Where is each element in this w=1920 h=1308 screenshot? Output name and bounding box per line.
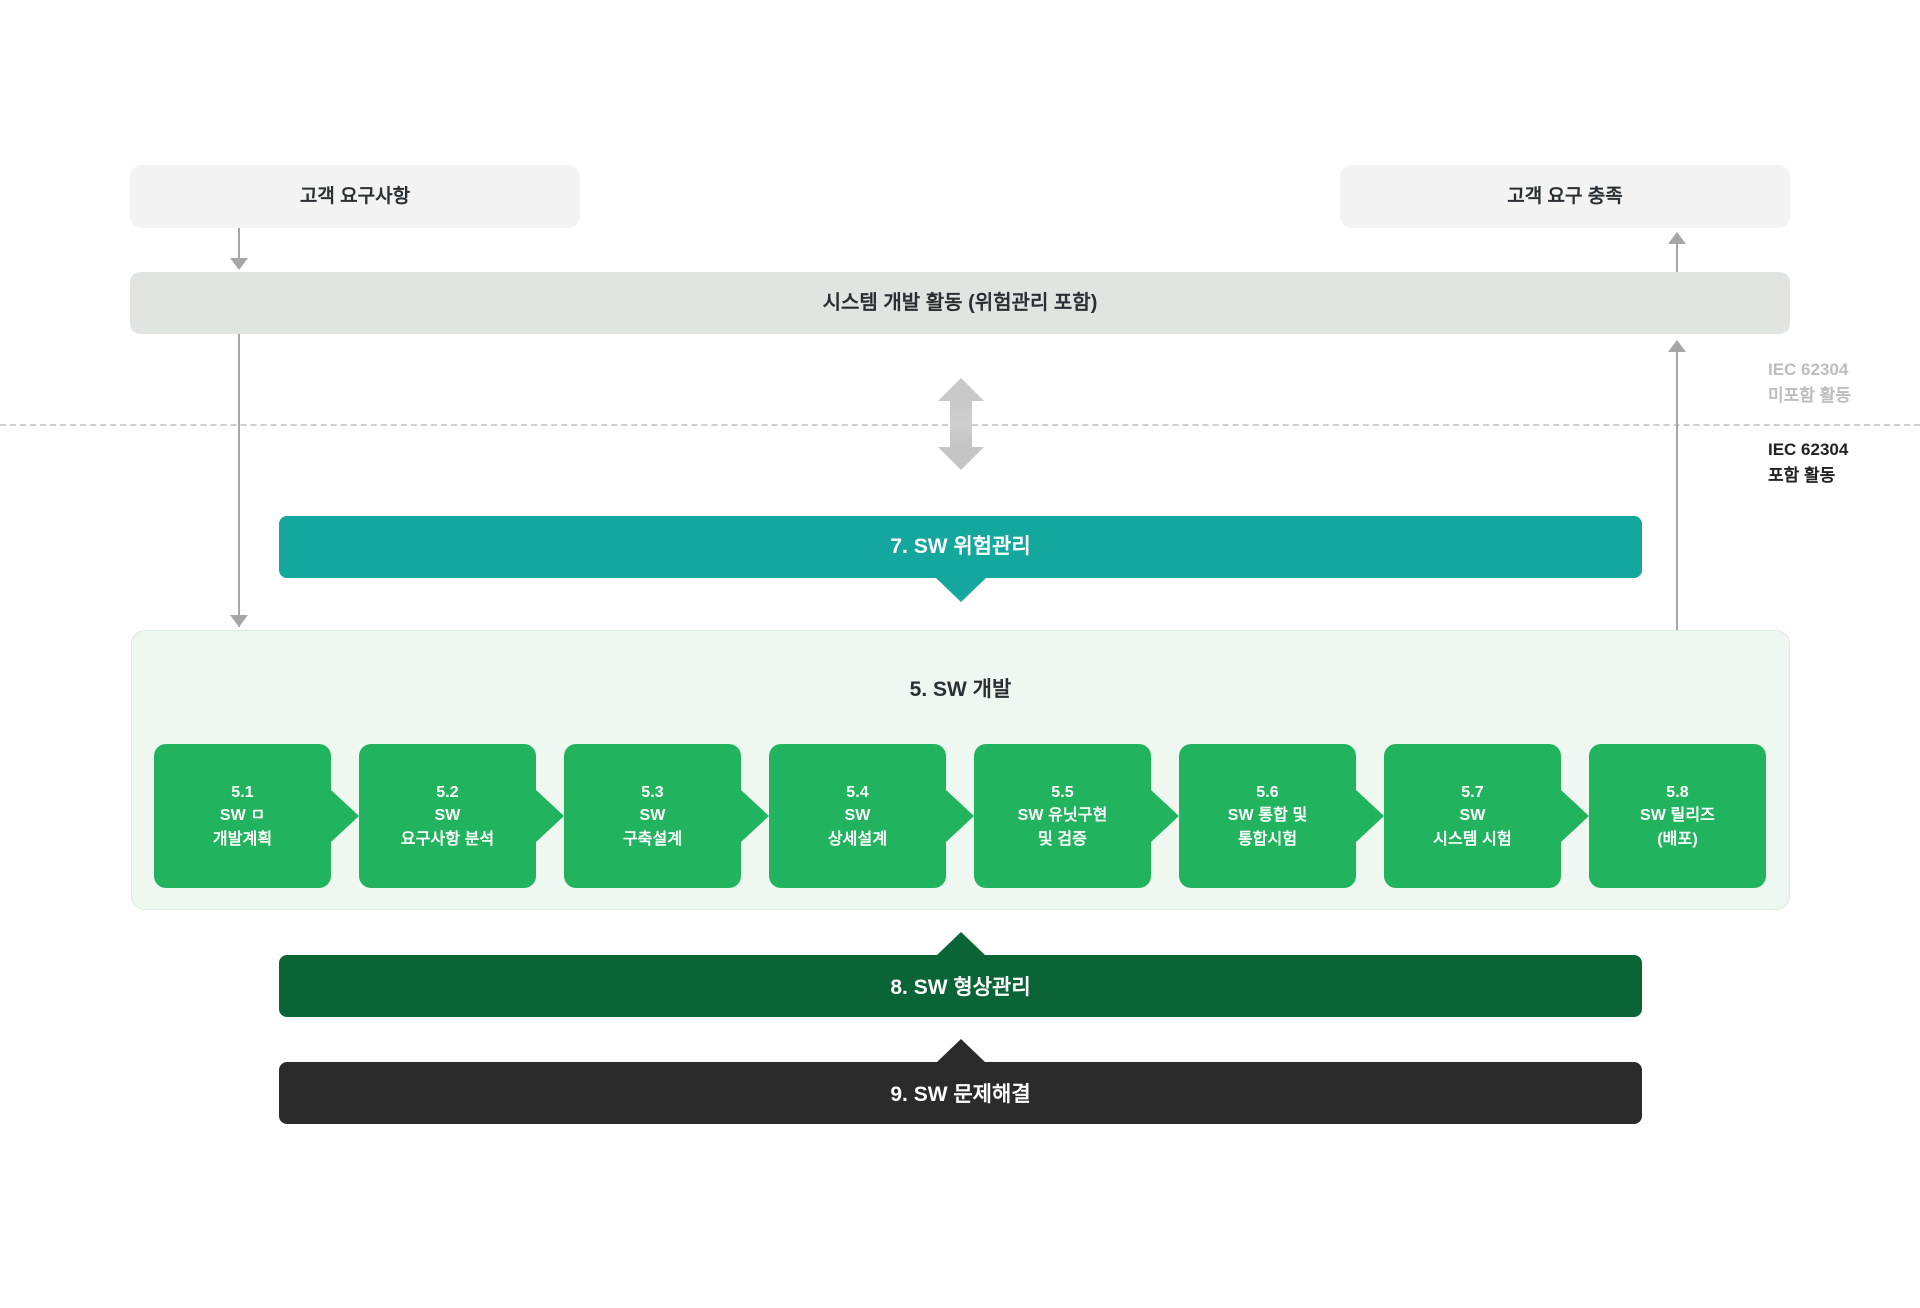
step-5-4-number: 5.4 bbox=[846, 784, 869, 802]
step-5-1-arrow-icon bbox=[331, 790, 359, 842]
step-5-2-number: 5.2 bbox=[436, 784, 459, 802]
step-5-7-number: 5.7 bbox=[1461, 784, 1484, 802]
connector-input-to-system-arrowhead bbox=[230, 258, 248, 270]
bidirectional-arrow-head-down bbox=[938, 447, 984, 470]
step-5-8-line1: SW 릴리즈 bbox=[1640, 807, 1715, 825]
legend-iec-not-included-line2: 미포함 활동 bbox=[1768, 385, 1851, 405]
step-5-6-arrow-icon bbox=[1356, 790, 1384, 842]
connector-system-to-development bbox=[238, 334, 240, 627]
connector-system-to-development-arrowhead bbox=[230, 615, 248, 627]
risk-management-label: 7. SW 위험관리 bbox=[890, 534, 1031, 558]
problem-resolution-bar[interactable]: 9. SW 문제해결 bbox=[279, 1039, 1642, 1124]
legend-iec-not-included: IEC 62304 미포함 활동 bbox=[1768, 357, 1908, 408]
configuration-management-label: 8. SW 형상관리 bbox=[890, 976, 1031, 999]
step-5-5-arrow-icon bbox=[1151, 790, 1179, 842]
development-group-title: 5. SW 개발 bbox=[909, 678, 1012, 701]
bidirectional-arrow-shaft bbox=[950, 400, 972, 448]
step-5-6-number: 5.6 bbox=[1256, 784, 1279, 802]
problem-resolution-label: 9. SW 문제해결 bbox=[890, 1083, 1031, 1106]
step-5-3-arrow-icon bbox=[741, 790, 769, 842]
step-5-4-arrow-icon bbox=[946, 790, 974, 842]
step-5-8-line2: (배포) bbox=[1657, 830, 1698, 848]
output-box-customer-satisfied[interactable]: 고객 요구 충족 bbox=[1340, 165, 1790, 228]
step-5-7-line2: 시스템 시험 bbox=[1433, 830, 1512, 848]
step-5-6-line2: 통합시험 bbox=[1237, 830, 1298, 848]
step-5-2-line1: SW bbox=[434, 807, 461, 825]
connector-system-to-output bbox=[1676, 240, 1678, 274]
step-5-4[interactable]: 5.4 SW 상세설계 bbox=[769, 744, 974, 888]
input-box-label: 고객 요구사항 bbox=[299, 185, 411, 207]
step-5-2-line2: 요구사항 분석 bbox=[400, 830, 495, 848]
step-5-3-line1: SW bbox=[639, 807, 666, 825]
step-5-2-arrow-icon bbox=[536, 790, 564, 842]
system-development-bar[interactable]: 시스템 개발 활동 (위험관리 포함) bbox=[130, 272, 1790, 334]
legend-iec-not-included-line1: IEC 62304 bbox=[1768, 360, 1849, 379]
connector-system-to-output-arrowhead bbox=[1668, 232, 1686, 244]
output-box-label: 고객 요구 충족 bbox=[1507, 185, 1623, 207]
step-5-3-number: 5.3 bbox=[641, 784, 664, 802]
step-5-5-line2: 및 검증 bbox=[1037, 830, 1087, 848]
step-5-6[interactable]: 5.6 SW 통합 및 통합시험 bbox=[1179, 744, 1384, 888]
step-5-7[interactable]: 5.7 SW 시스템 시험 bbox=[1384, 744, 1589, 888]
step-5-5-line1: SW 유닛구현 bbox=[1017, 807, 1108, 825]
risk-management-pointer-icon bbox=[935, 578, 986, 602]
configuration-management-bar[interactable]: 8. SW 형상관리 bbox=[279, 932, 1642, 1017]
step-5-1-line1: SW ㅁ bbox=[219, 807, 266, 825]
step-5-2[interactable]: 5.2 SW 요구사항 분석 bbox=[359, 744, 564, 888]
connector-input-to-system bbox=[238, 228, 240, 262]
development-group: 5. SW 개발 5.1 SW ㅁ 개발계획 5.2 SW 요구사항 분석 5.… bbox=[131, 630, 1790, 910]
problem-resolution-pointer-icon bbox=[936, 1039, 985, 1062]
step-5-5[interactable]: 5.5 SW 유닛구현 및 검증 bbox=[974, 744, 1179, 888]
step-5-1-number: 5.1 bbox=[231, 784, 254, 802]
step-5-1-line2: 개발계획 bbox=[212, 830, 273, 848]
configuration-management-pointer-icon bbox=[936, 932, 985, 955]
bidirectional-arrow-head-up bbox=[938, 378, 984, 401]
bidirectional-scope-arrow bbox=[938, 378, 984, 470]
step-5-4-line2: 상세설계 bbox=[827, 830, 888, 848]
step-5-6-line1: SW 통합 및 bbox=[1227, 807, 1308, 825]
step-5-7-line1: SW bbox=[1459, 807, 1486, 825]
step-5-7-arrow-icon bbox=[1561, 790, 1589, 842]
step-5-1[interactable]: 5.1 SW ㅁ 개발계획 bbox=[154, 744, 359, 888]
step-5-3[interactable]: 5.3 SW 구축설계 bbox=[564, 744, 769, 888]
step-5-8[interactable]: 5.8 SW 릴리즈 (배포) bbox=[1589, 744, 1766, 888]
risk-management-bar[interactable]: 7. SW 위험관리 bbox=[279, 516, 1642, 602]
legend-iec-included-line2: 포함 활동 bbox=[1768, 465, 1836, 485]
step-5-5-number: 5.5 bbox=[1051, 784, 1074, 802]
connector-development-to-system-arrowhead bbox=[1668, 340, 1686, 352]
step-5-8-number: 5.8 bbox=[1666, 784, 1689, 802]
step-5-4-line1: SW bbox=[844, 807, 871, 825]
legend-iec-included: IEC 62304 포함 활동 bbox=[1768, 437, 1908, 488]
step-5-3-line2: 구축설계 bbox=[622, 830, 683, 848]
legend-iec-included-line1: IEC 62304 bbox=[1768, 440, 1849, 459]
system-development-label: 시스템 개발 활동 (위험관리 포함) bbox=[822, 291, 1098, 314]
input-box-customer-requirements[interactable]: 고객 요구사항 bbox=[130, 165, 580, 228]
connector-development-to-system bbox=[1676, 346, 1678, 636]
